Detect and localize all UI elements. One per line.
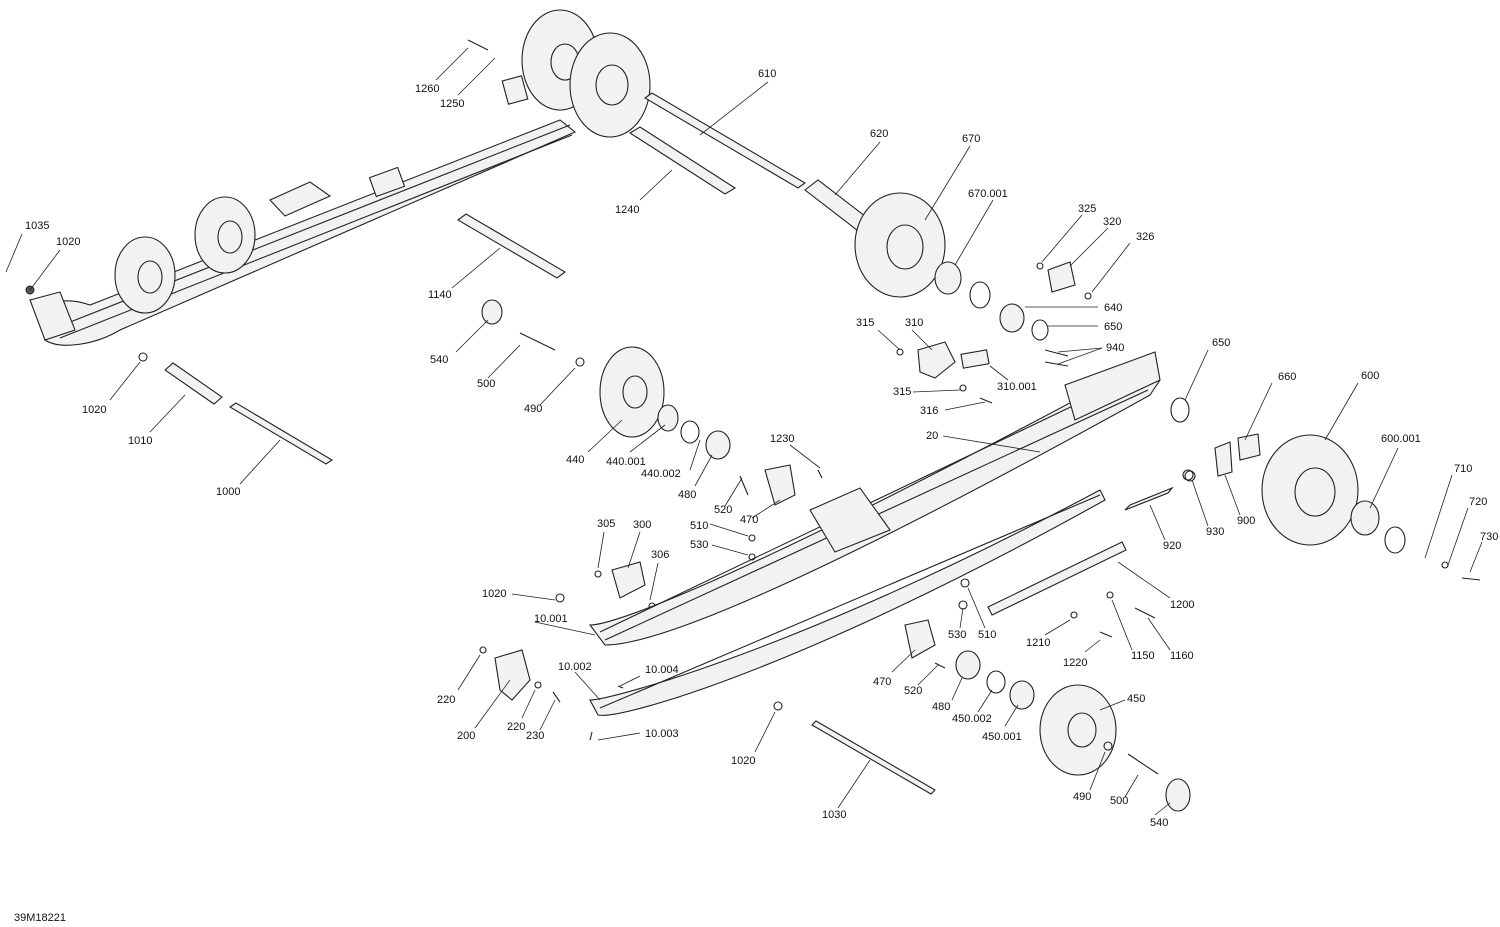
lower-right-rail [588, 351, 1161, 716]
callout-label: 520 [904, 685, 922, 697]
callout-label: 220 [437, 694, 455, 706]
callout-label: 670.001 [968, 188, 1008, 200]
callout-label: 650 [1104, 321, 1122, 333]
callout-label: 490 [524, 403, 542, 415]
callout-label: 440.001 [606, 456, 646, 468]
callout-label: 315 [893, 386, 911, 398]
callout-label: 520 [714, 504, 732, 516]
bolts [467, 39, 1481, 775]
callout-label: 510 [978, 629, 996, 641]
callout-label: 600 [1361, 370, 1379, 382]
callout-label: 1200 [1170, 599, 1194, 611]
callout-label: 540 [1150, 817, 1168, 829]
callout-label: 710 [1454, 463, 1472, 475]
callout-label: 10.002 [558, 661, 592, 673]
callout-label: 640 [1104, 302, 1122, 314]
callout-label: 310.001 [997, 381, 1037, 393]
callout-label: 450.002 [952, 713, 992, 725]
callout-label: 315 [856, 317, 874, 329]
callout-labels: 1260 1250 610 620 670 670.001 1240 325 3… [25, 68, 1498, 829]
callout-label: 600.001 [1381, 433, 1421, 445]
part-drawings [25, 9, 1481, 812]
small-parts [25, 261, 1449, 812]
callout-label: 1010 [128, 435, 152, 447]
callout-label: 20 [926, 430, 938, 442]
callout-label: 920 [1163, 540, 1181, 552]
callout-label: 10.001 [534, 613, 568, 625]
callout-label: 220 [507, 721, 525, 733]
callout-label: 1150 [1131, 650, 1155, 662]
callout-label: 900 [1237, 515, 1255, 527]
callout-label: 1020 [56, 236, 80, 248]
upper-left-rail [29, 75, 577, 346]
callout-label: 1020 [482, 588, 506, 600]
callout-label: 540 [430, 354, 448, 366]
callout-label: 650 [1212, 337, 1230, 349]
callout-label: 470 [873, 676, 891, 688]
callout-label: 610 [758, 68, 776, 80]
callout-label: 10.004 [645, 664, 679, 676]
callout-label: 325 [1078, 203, 1096, 215]
callout-label: 326 [1136, 231, 1154, 243]
callout-label: 310 [905, 317, 923, 329]
callout-label: 470 [740, 514, 758, 526]
brackets [494, 261, 1261, 701]
callout-label: 230 [526, 730, 544, 742]
callout-label: 440.002 [641, 468, 681, 480]
callout-label: 480 [932, 701, 950, 713]
shafts [164, 92, 1174, 795]
callout-label: 1035 [25, 220, 49, 232]
callout-label: 200 [457, 730, 475, 742]
callout-label: 730 [1480, 531, 1498, 543]
callout-label: 300 [633, 519, 651, 531]
callout-label: 1250 [440, 98, 464, 110]
callout-label: 490 [1073, 791, 1091, 803]
callout-label: 305 [597, 518, 615, 530]
figure-id: 39M18221 [14, 912, 66, 924]
callout-label: 450.001 [982, 731, 1022, 743]
callout-label: 620 [870, 128, 888, 140]
right-side-wheels [599, 192, 1359, 776]
callout-label: 1210 [1026, 637, 1050, 649]
callout-label: 930 [1206, 526, 1224, 538]
callout-label: 1030 [822, 809, 846, 821]
callout-label: 500 [1110, 795, 1128, 807]
callout-label: 1260 [415, 83, 439, 95]
callout-label: 480 [678, 489, 696, 501]
callout-label: 1000 [216, 486, 240, 498]
callout-label: 1160 [1170, 650, 1194, 662]
callout-label: 450 [1127, 693, 1145, 705]
callout-label: 316 [920, 405, 938, 417]
callout-label: 1140 [428, 289, 452, 301]
callout-label: 660 [1278, 371, 1296, 383]
callout-label: 1220 [1063, 657, 1087, 669]
callout-label: 306 [651, 549, 669, 561]
callout-label: 1020 [82, 404, 106, 416]
upper-left-wheels [114, 9, 651, 314]
callout-label: 530 [690, 539, 708, 551]
callout-label: 10.003 [645, 728, 679, 740]
callout-label: 320 [1103, 216, 1121, 228]
callout-label: 1230 [770, 433, 794, 445]
callout-label: 1020 [731, 755, 755, 767]
callout-label: 500 [477, 378, 495, 390]
callout-label: 530 [948, 629, 966, 641]
callout-label: 440 [566, 454, 584, 466]
callout-label: 670 [962, 133, 980, 145]
leader-lines [5, 47, 1483, 816]
callout-label: 1240 [615, 204, 639, 216]
callout-label: 720 [1469, 496, 1487, 508]
callout-label: 510 [690, 520, 708, 532]
callout-label: 940 [1106, 342, 1124, 354]
